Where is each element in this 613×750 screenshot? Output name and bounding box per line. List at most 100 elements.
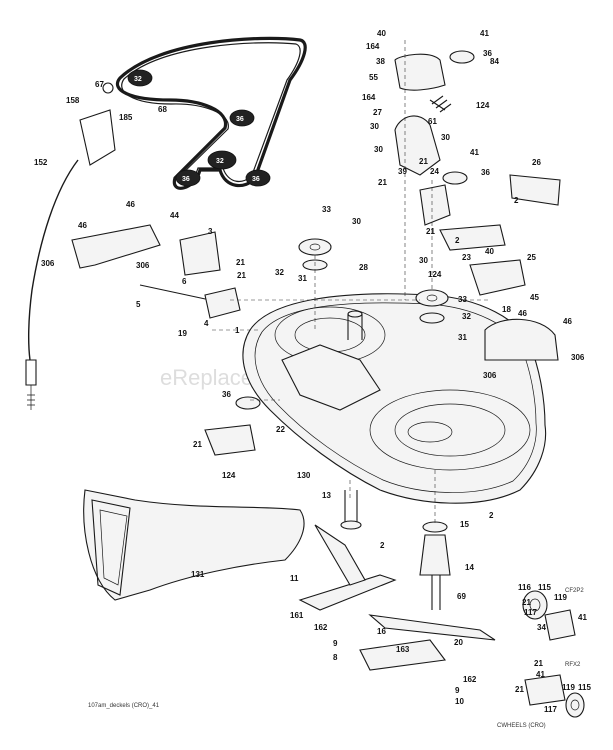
part-number-label: 124 [222, 471, 236, 480]
drive-belt [116, 36, 307, 190]
part-number-label: 46 [78, 221, 87, 230]
part-number-label: 46 [563, 317, 572, 326]
part-number-label: 46 [126, 200, 135, 209]
spindle-left [340, 490, 362, 530]
part-number-label: 8 [333, 653, 338, 662]
part-number-label: 1 [235, 326, 240, 335]
part-number-label: 21 [378, 178, 387, 187]
part-number-label: 119 [554, 593, 567, 602]
part-number-label: 31 [458, 333, 467, 342]
part-number-label: 117 [544, 705, 557, 714]
part-number-label: 23 [462, 253, 471, 262]
part-number-label: 162 [463, 675, 477, 684]
belt-pulleys: 32 36 32 36 36 [127, 69, 271, 187]
part-number-label: 21 [193, 440, 202, 449]
part-number-label: 2 [380, 541, 385, 550]
part-number-label: 36 [222, 390, 231, 399]
part-number-label: 19 [178, 329, 187, 338]
front-brackets [71, 224, 256, 456]
part-number-label: 9 [333, 639, 338, 648]
part-number-label: 11 [290, 574, 299, 583]
part-number-label: 32 [275, 268, 284, 277]
part-number-label: 185 [119, 113, 133, 122]
blade-left [298, 524, 397, 611]
part-number-label: 116 [518, 583, 531, 592]
belt-cover [484, 318, 559, 361]
part-number-label: 21 [522, 598, 531, 607]
part-number-label: 36 [483, 49, 492, 58]
part-number-label: 44 [170, 211, 179, 220]
inset-bottom-tag: RFX2 [565, 662, 581, 668]
deck-pulleys [235, 50, 475, 410]
part-number-label: 21 [419, 157, 428, 166]
part-number-label: 34 [537, 623, 546, 632]
pulley-label: 36 [252, 176, 260, 183]
part-number-label: 20 [454, 638, 463, 647]
part-number-label: 30 [352, 217, 361, 226]
part-number-label: 306 [136, 261, 150, 270]
part-number-label: 16 [377, 627, 386, 636]
part-number-label: 10 [455, 697, 464, 706]
part-number-label: 39 [398, 167, 407, 176]
part-number-label: 33 [458, 295, 467, 304]
part-number-label: 26 [532, 158, 541, 167]
part-number-label: 45 [530, 293, 539, 302]
part-number-label: 152 [34, 158, 48, 167]
part-number-label: 41 [536, 670, 545, 679]
part-number-label: 21 [237, 271, 246, 280]
part-number-label: 28 [359, 263, 368, 272]
part-number-label: 21 [515, 685, 524, 694]
part-number-label: 164 [362, 93, 376, 102]
part-number-label: 69 [457, 592, 466, 601]
part-number-label: 14 [465, 563, 474, 572]
part-number-label: 27 [373, 108, 382, 117]
gauge-wheel-inset-bottom [524, 674, 585, 718]
part-number-label: 4 [204, 319, 209, 328]
part-number-label: 131 [191, 570, 205, 579]
part-number-label: 33 [322, 205, 331, 214]
leader-lines [212, 40, 490, 525]
pulley-label: 36 [182, 176, 190, 183]
control-cable [25, 82, 116, 410]
diagram-code: 107am_deckels (CRO)_41 [88, 703, 160, 709]
gauge-wheel-inset-top [522, 590, 576, 641]
pulley-label: 36 [236, 116, 244, 123]
part-number-label: 40 [485, 247, 494, 256]
part-number-label: 30 [374, 145, 383, 154]
part-number-label: 21 [534, 659, 543, 668]
part-number-label: 9 [455, 686, 460, 695]
part-number-label: 15 [460, 520, 469, 529]
part-number-label: 158 [66, 96, 80, 105]
inset-top-tag: CF2P2 [565, 588, 584, 594]
part-number-label: 306 [41, 259, 55, 268]
part-number-label: 18 [502, 305, 511, 314]
part-number-label: 61 [428, 117, 437, 126]
part-number-label: 119 [562, 683, 575, 692]
part-number-label: 117 [524, 608, 537, 617]
part-number-label: 2 [455, 236, 460, 245]
part-number-label: 21 [426, 227, 435, 236]
part-number-label: 161 [290, 611, 304, 620]
part-number-label: 130 [297, 471, 311, 480]
part-number-label: 32 [462, 312, 471, 321]
part-number-label: 124 [428, 270, 442, 279]
part-number-label: 115 [578, 683, 591, 692]
pulley-label: 32 [216, 158, 224, 165]
inset-bottom-code: CWHEELS (CRO) [497, 723, 546, 729]
part-number-label: 67 [95, 80, 104, 89]
part-number-label: 2 [489, 511, 494, 520]
part-number-label: 36 [481, 168, 490, 177]
part-number-label: 30 [419, 256, 428, 265]
part-number-label: 13 [322, 491, 331, 500]
part-number-label: 3 [208, 227, 213, 236]
part-number-label: 24 [430, 167, 439, 176]
part-number-label: 30 [441, 133, 450, 142]
part-number-label: 124 [476, 101, 490, 110]
part-number-label: 30 [370, 122, 379, 131]
part-number-label: 2 [514, 196, 519, 205]
part-number-label: 25 [527, 253, 536, 262]
part-number-label: 306 [483, 371, 497, 380]
mower-deck [242, 293, 547, 504]
